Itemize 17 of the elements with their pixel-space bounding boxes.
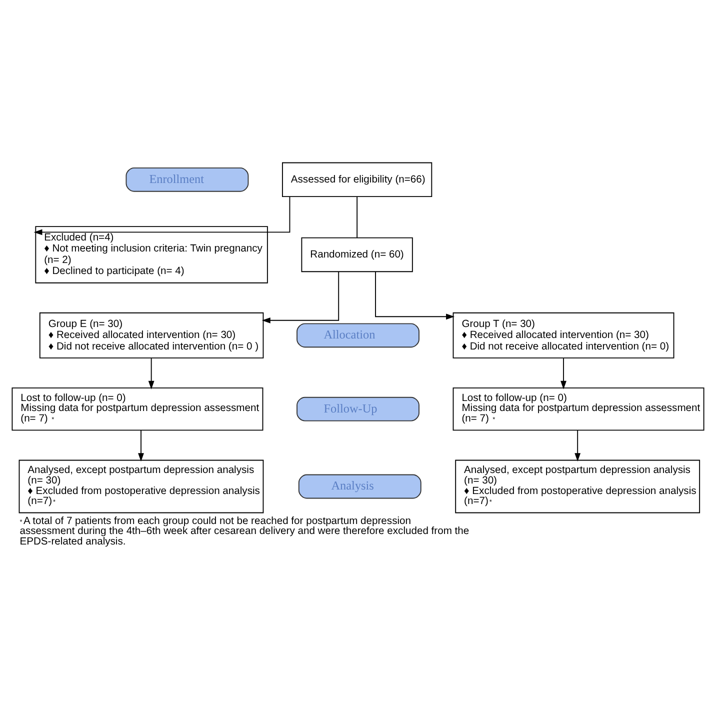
connector bbox=[356, 196, 358, 238]
arrow bbox=[574, 430, 581, 462]
arrow bbox=[138, 430, 144, 462]
node-box: Randomized (n= 60) bbox=[301, 237, 413, 272]
node-box: Analysis bbox=[298, 474, 422, 499]
node-box: Follow-Up bbox=[296, 396, 420, 422]
node-box: Group E (n= 30) ♦ Received allocated intervention (n= 30) ♦ Did not receive allocated intervention (n= 0 ) bbox=[39, 312, 264, 358]
node-box: Allocation bbox=[296, 323, 420, 348]
arrow bbox=[262, 271, 340, 324]
node-box: Group T (n= 30) ♦ Received allocated intervention (n= 30) ♦ Did not receive allocated intervention (n= 0) bbox=[452, 312, 674, 358]
arrow bbox=[34, 196, 290, 236]
node-box: Enrollment bbox=[126, 167, 249, 192]
node-box: Excluded (n=4) ♦ Not meeting inclusion criteria: Twin pregnancy (n= 2) ♦ Declined to participate (n= 4) bbox=[35, 226, 268, 284]
arrow bbox=[375, 271, 454, 320]
node-box: Assessed for eligibility (n=66) bbox=[282, 162, 432, 197]
arrow bbox=[560, 358, 566, 390]
arrow bbox=[148, 358, 154, 390]
